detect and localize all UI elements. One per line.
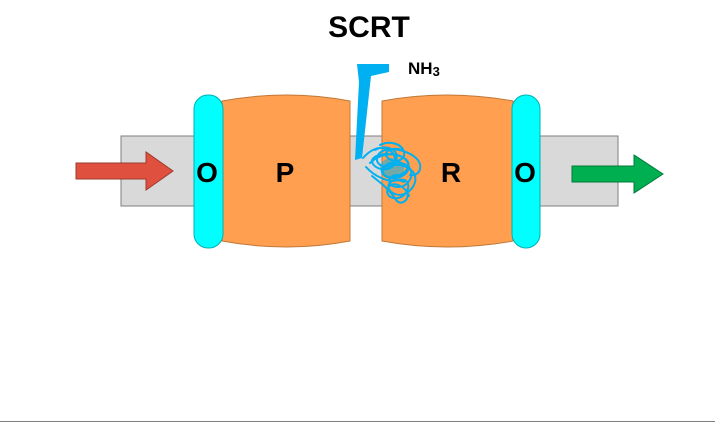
inlet-flow-arrow [75, 151, 174, 191]
oxidation-catalyst-inlet [193, 94, 224, 249]
reduction-catalyst-label: R [441, 157, 461, 188]
diagram-title: SCRT [328, 11, 410, 44]
reagent-label-subscript: 3 [433, 64, 440, 79]
reduction-catalyst-body [381, 94, 514, 248]
particulate-filter-body [221, 94, 351, 248]
outlet-flow-arrow [571, 154, 664, 194]
oxidation-catalyst-outlet [511, 94, 541, 249]
reagent-injector-nozzle [355, 64, 389, 160]
reagent-label: NH3 [408, 59, 440, 79]
reagent-spray-core [380, 158, 404, 178]
particulate-filter-label: P [276, 157, 295, 188]
oxidation-catalyst-inlet-label: O [196, 157, 218, 188]
oxidation-catalyst-outlet-label: O [514, 157, 536, 188]
reagent-label-base: NH [408, 59, 433, 78]
